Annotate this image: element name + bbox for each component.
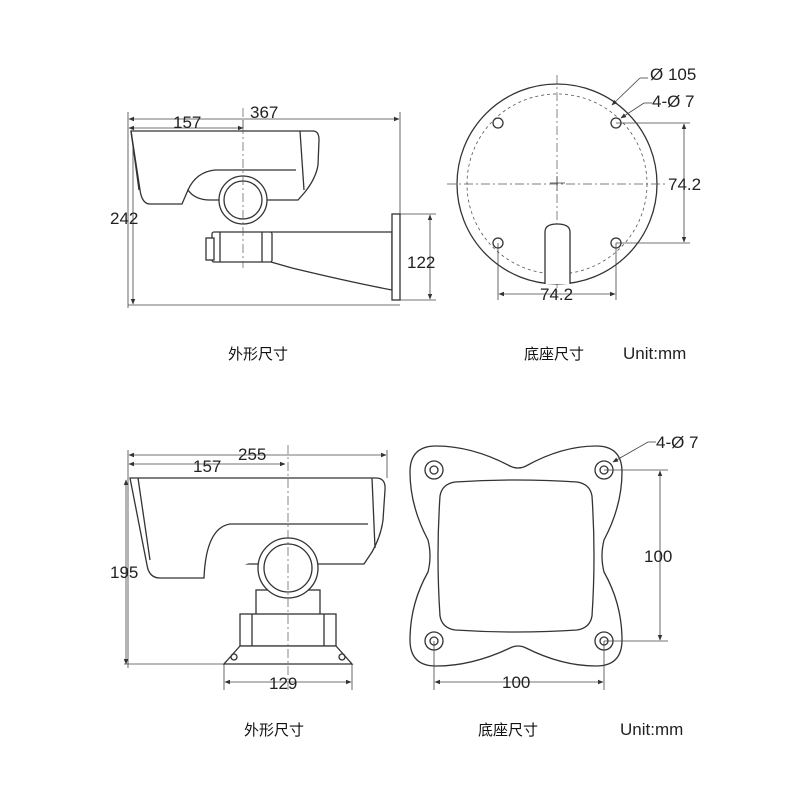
top-side-caption: 外形尺寸 (228, 345, 288, 363)
bottom-side-dimension-lines (123, 450, 388, 690)
top-dim-height: 242 (110, 209, 138, 228)
top-side-dimension-lines (127, 112, 436, 308)
top-dim-vertical: 74.2 (668, 175, 701, 194)
bottom-side-view: 255 157 195 129 外形尺寸 (110, 445, 388, 739)
top-base-dimension-lines (497, 77, 690, 300)
top-dim-hood-length: 157 (173, 113, 201, 132)
cable-slot (544, 223, 571, 284)
bottom-dim-vertical: 100 (644, 547, 672, 566)
top-dim-bracket-height: 122 (407, 253, 435, 272)
top-dim-holes: 4-Ø 7 (652, 92, 695, 111)
top-unit-label: Unit:mm (623, 344, 686, 363)
top-side-view: 367 157 242 122 外形尺寸 (110, 103, 436, 363)
bottom-base-view: 4-Ø 7 100 100 底座尺寸 Unit:mm (409, 433, 699, 739)
top-dim-diameter: Ø 105 (650, 65, 696, 84)
top-dim-horizontal: 74.2 (540, 285, 573, 304)
bottom-dim-total-length: 255 (238, 445, 266, 464)
top-bracket-arm (205, 213, 401, 301)
bottom-base-caption: 底座尺寸 (478, 721, 538, 739)
bottom-dim-hood-length: 157 (193, 457, 221, 476)
top-base-view: Ø 105 4-Ø 7 74.2 74.2 底座尺寸 Unit:mm (447, 65, 701, 363)
bottom-dim-base-width: 129 (269, 674, 297, 693)
top-base-caption: 底座尺寸 (524, 345, 584, 363)
bottom-unit-label: Unit:mm (620, 720, 683, 739)
square-base-inner-recess (437, 479, 595, 633)
bottom-base-dimension-lines (433, 441, 668, 690)
bottom-dim-holes: 4-Ø 7 (656, 433, 699, 452)
square-base-plate (409, 445, 623, 667)
top-dim-total-length: 367 (250, 103, 278, 122)
bottom-camera-housing (129, 477, 386, 579)
bottom-side-caption: 外形尺寸 (244, 721, 304, 739)
bottom-dim-height: 195 (110, 563, 138, 582)
bottom-dim-horizontal: 100 (502, 673, 530, 692)
